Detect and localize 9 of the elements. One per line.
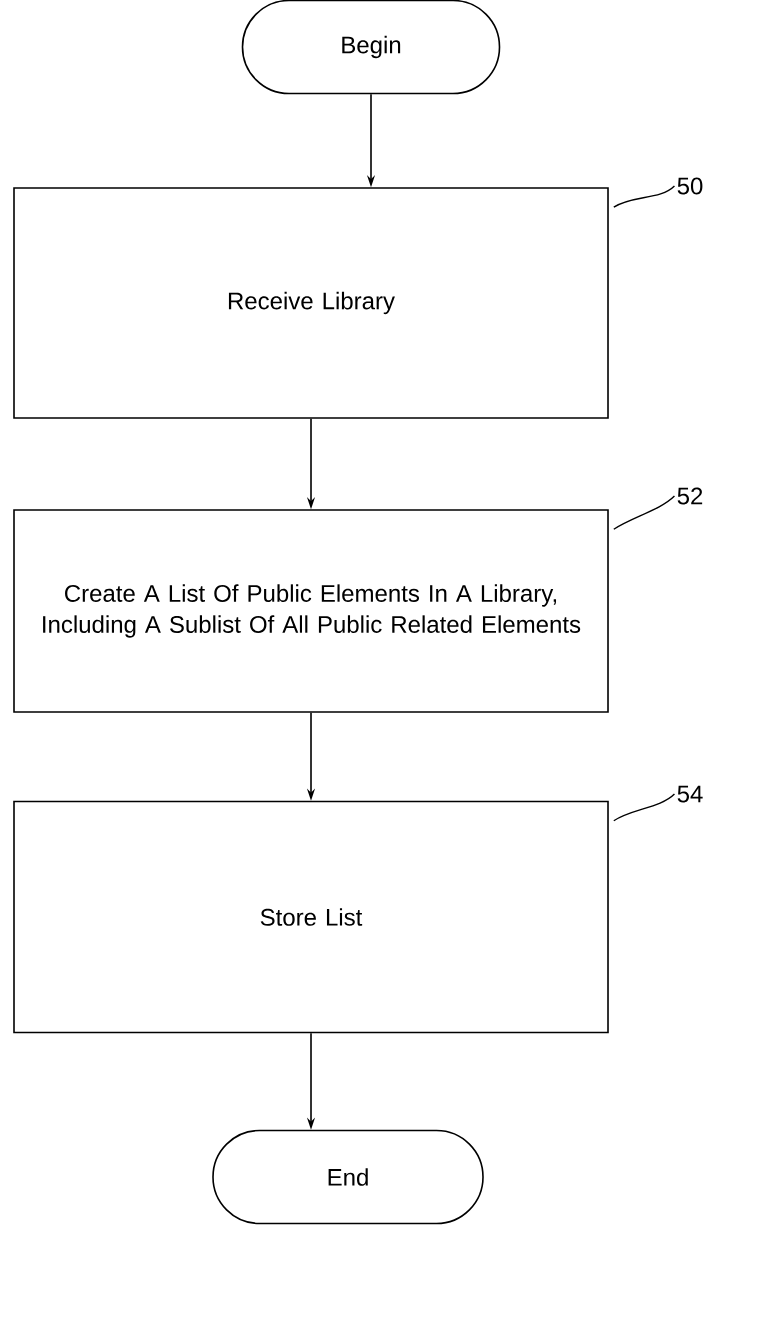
callout-number: 50 — [677, 177, 703, 195]
callout-number: 54 — [677, 785, 703, 803]
leader-line — [613, 185, 676, 208]
process-box: Receive Library — [13, 187, 609, 419]
leader-line — [613, 495, 676, 530]
callout-number: 52 — [677, 487, 703, 505]
process-box: Store List — [13, 800, 609, 1034]
process-box: Create A List Of Public Elements In A Library, Including A Sublist Of All Public Related Elements — [13, 509, 609, 713]
leader-line — [613, 793, 676, 822]
